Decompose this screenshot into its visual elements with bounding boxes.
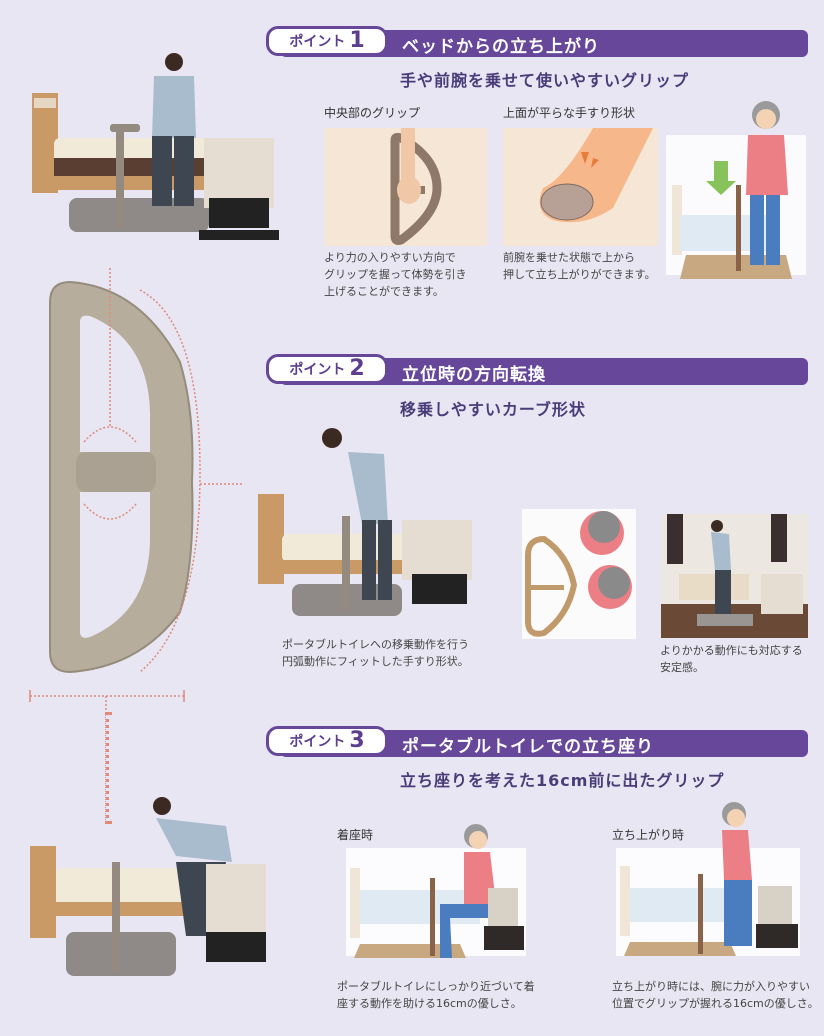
point-1-number: 1	[349, 28, 365, 53]
sitting-caption: ポータブルトイレにしっかり近づいて着 座する動作を助ける16cmの優しさ。	[337, 980, 535, 1010]
point-1-badge: ポイント 1	[266, 26, 388, 56]
hand-grip-illustration	[390, 128, 442, 245]
toilet-sitting-photo	[30, 797, 266, 976]
point-3-subtitle: 立ち座りを考えた16cm前に出たグリップ	[400, 771, 725, 790]
point-3-number: 3	[349, 728, 365, 753]
point-3-badge-label: ポイント	[289, 734, 346, 750]
leaning-support-photo	[661, 514, 808, 638]
flat-top-panel	[503, 128, 658, 246]
transfer-caption: ポータブルトイレへの移乗動作を行う 円弧動作にフィットした手すり形状。	[282, 638, 469, 668]
leaning-caption: よりかかる動作にも対応する 安定感。	[660, 644, 803, 674]
elderly-standing-illustration	[666, 101, 806, 279]
central-grip-caption: より力の入りやすい方向で グリップを握って体勢を引き 上げることができます。	[324, 251, 467, 298]
flat-top-caption: 前腕を乗せた状態で上から 押して立ち上がりができます。	[503, 251, 656, 281]
point-1-badge-label: ポイント	[289, 34, 346, 50]
central-grip-panel	[325, 128, 487, 246]
flat-top-label: 上面が平らな手すり形状	[503, 106, 636, 120]
sitting-label: 着座時	[337, 828, 374, 842]
sitting-illustration	[346, 824, 526, 958]
forearm-rest-illustration	[539, 128, 653, 223]
bed-standup-photo	[32, 53, 279, 240]
point-2-badge: ポイント 2	[266, 354, 388, 384]
point-2-title: 立位時の方向転換	[402, 365, 546, 385]
central-grip-label: 中央部のグリップ	[324, 106, 421, 120]
point-3-badge: ポイント 3	[266, 726, 388, 756]
standing-up-illustration	[616, 802, 800, 956]
point-3-title: ポータブルトイレでの立ち座り	[402, 737, 654, 757]
point-2-badge-label: ポイント	[289, 362, 346, 378]
grip-shape-diagram	[29, 268, 244, 712]
dimension-guide-line	[105, 712, 109, 824]
point-3-header: ポイント 3 ポータブルトイレでの立ち座り	[266, 726, 808, 760]
point-2-subtitle: 移乗しやすいカーブ形状	[400, 400, 586, 419]
standing-up-label: 立ち上がり時	[612, 828, 685, 842]
standing-transfer-photo	[258, 428, 472, 616]
point-1-header: ポイント 1 ベッドからの立ち上がり	[266, 26, 808, 60]
standing-up-caption: 立ち上がり時には、腕に力が入りやすい 位置でグリップが握れる16cmの優しさ。	[612, 980, 819, 1010]
point-1-title: ベッドからの立ち上がり	[402, 37, 600, 57]
top-view-rotation-illustration	[522, 509, 636, 639]
point-2-number: 2	[349, 356, 365, 381]
point-2-header: ポイント 2 立位時の方向転換	[266, 354, 808, 388]
point-1-subtitle: 手や前腕を乗せて使いやすいグリップ	[400, 71, 690, 90]
